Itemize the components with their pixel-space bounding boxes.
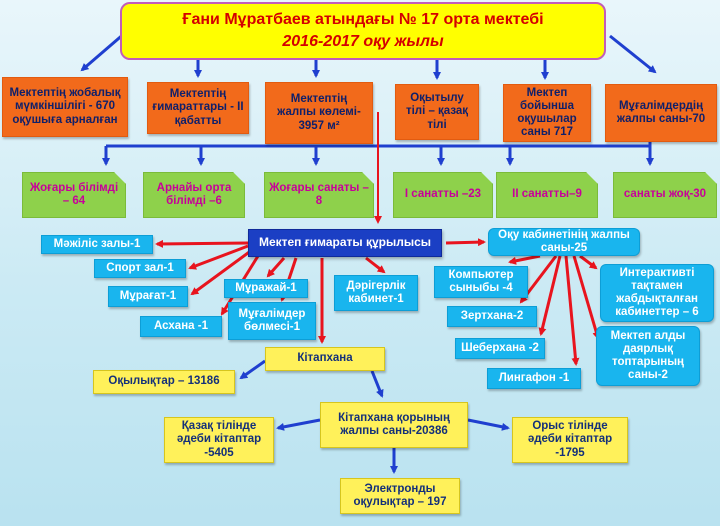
textbooks-box: Оқылықтар – 13186 xyxy=(93,370,235,394)
library-box: Кітапхана xyxy=(265,347,385,371)
connector-26 xyxy=(538,255,562,336)
connector-21 xyxy=(365,256,386,274)
connector-29 xyxy=(572,255,601,340)
area-box: Мектептің жалпы көлемі- 3957 м² xyxy=(265,82,373,144)
connector-30 xyxy=(239,359,266,380)
preschool-groups-box: Мектеп алды даярлық топтарының саны-2 xyxy=(596,326,700,386)
higher-education-box: Жоғары білімді – 64 xyxy=(22,172,126,218)
academic-year: 2016-2017 оқу жылы xyxy=(282,32,444,50)
school-name: Ғани Мұратбаев атындағы № 17 орта мектеб… xyxy=(182,11,544,29)
capacity-box: Мектептің жобалық мүмкіншілігі - 670 оқу… xyxy=(2,77,128,137)
sports-hall-box: Спорт зал-1 xyxy=(94,259,186,278)
archive-box: Мұрағат-1 xyxy=(108,286,188,307)
building-structure-box: Мектеп ғимараты құрылысы xyxy=(248,229,442,257)
connector-17 xyxy=(190,248,253,296)
kazakh-books-box: Қазақ тілінде әдеби кітаптар -5405 xyxy=(164,417,274,463)
laboratory-box: Зертхана-2 xyxy=(447,306,537,327)
connector-28 xyxy=(579,254,598,270)
language-lab-box: Лингафон -1 xyxy=(487,368,581,389)
cabinets-total-box: Оқу кабинетінің жалпы саны-25 xyxy=(488,228,640,256)
no-category-box: санаты жоқ-30 xyxy=(613,172,717,218)
workshop-box: Шеберхана -2 xyxy=(455,338,545,359)
connector-16 xyxy=(188,244,249,270)
medical-office-box: Дәрігерлік кабинет-1 xyxy=(334,275,418,311)
connector-23 xyxy=(445,238,486,247)
connector-32 xyxy=(276,418,321,431)
connector-33 xyxy=(467,418,510,431)
second-category-box: II санатты–9 xyxy=(496,172,598,218)
russian-books-box: Орыс тілінде әдеби кітаптар -1795 xyxy=(512,417,628,463)
language-box: Оқытылу тілі – қазақ тілі xyxy=(395,84,479,140)
museum-box: Мұражай-1 xyxy=(224,279,308,298)
connector-27 xyxy=(564,255,580,366)
connector-5 xyxy=(609,34,657,74)
buildings-box: Мектептің ғимараттары - II қабатты xyxy=(147,82,249,134)
connector-24 xyxy=(508,254,541,265)
highest-category-box: Жоғары санаты –8 xyxy=(264,172,374,218)
teachers-box: Мұғалімдердің жалпы саны-70 xyxy=(605,84,717,142)
connector-31 xyxy=(370,370,384,398)
library-fund-box: Кітапхана қорының жалпы саны-20386 xyxy=(320,402,468,448)
teachers-room-box: Мұғалімдер бөлмесі-1 xyxy=(228,302,316,340)
meeting-hall-box: Мәжіліс залы-1 xyxy=(41,235,153,254)
students-box: Мектеп бойынша оқушылар саны 717 xyxy=(503,84,591,142)
special-education-box: Арнайы орта білімді –6 xyxy=(143,172,245,218)
connector-15 xyxy=(155,239,249,248)
connector-19 xyxy=(266,257,286,278)
canteen-box: Асхана -1 xyxy=(140,316,222,337)
computer-class-box: Компьютер сыныбы -4 xyxy=(434,266,528,298)
title-box: Ғани Мұратбаев атындағы № 17 орта мектеб… xyxy=(120,2,606,60)
electronic-textbooks-box: Электронды оқулықтар – 197 xyxy=(340,478,460,514)
first-category-box: I санатты –23 xyxy=(393,172,493,218)
interactive-boards-box: Интерактивті тақтамен жабдықталған кабин… xyxy=(600,264,714,322)
